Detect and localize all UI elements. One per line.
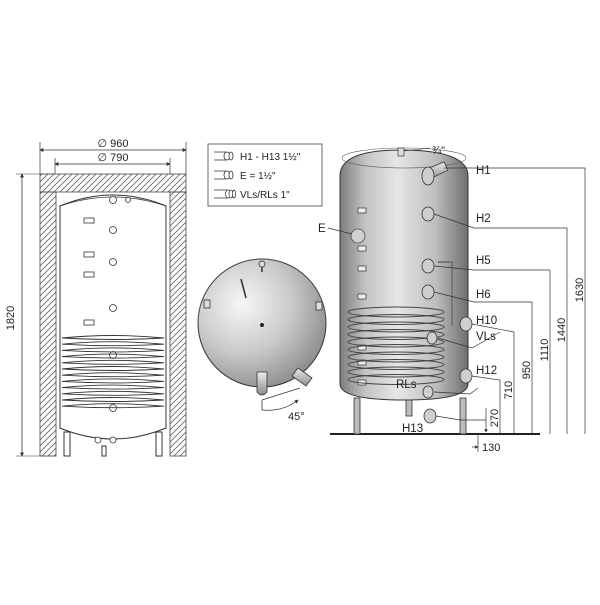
coil-loop — [61, 359, 165, 365]
coil-loop — [61, 372, 165, 378]
coil-loop — [61, 390, 165, 396]
legend-sensor-label: E = 1½" — [240, 171, 276, 182]
label-h13: H13 — [402, 423, 423, 435]
height-h6: 950 — [521, 361, 533, 379]
coil-loop — [61, 397, 165, 402]
port-h2 — [421, 206, 435, 222]
diameter-dimensions: ∅ 960 ∅ 790 — [39, 138, 187, 174]
sensor-e: E — [318, 223, 366, 244]
coil-loop — [347, 306, 445, 318]
coil-loop — [61, 335, 165, 340]
label-h10: H10 — [476, 315, 497, 327]
port-rls — [422, 385, 434, 399]
insulation-jacket — [39, 173, 187, 457]
port-h6 — [421, 284, 435, 300]
label-rls: RLs — [396, 379, 417, 391]
angle-indicator — [261, 387, 301, 411]
leader-lines — [433, 167, 586, 434]
label-vls: VLs — [476, 331, 496, 343]
connection-legend: H1 - H13 1½" E = 1½" VLs/RLs 1" — [207, 143, 323, 207]
bottom-outlet — [256, 367, 313, 396]
sensor-e-label: E — [318, 223, 326, 235]
top-fitting-label: ¾" — [432, 145, 445, 157]
heat-exchanger-coil — [61, 335, 165, 409]
coil-loop — [347, 351, 445, 363]
label-h6: H6 — [476, 289, 491, 301]
side-view: ¾" E — [318, 145, 586, 454]
label-h1: H1 — [476, 165, 491, 177]
legend-coil-label: VLs/RLs 1" — [240, 190, 290, 201]
outer-diameter-label: ∅ 960 — [98, 138, 129, 150]
coil-1-inch-icon — [214, 189, 236, 199]
coil-loop — [61, 341, 165, 347]
height-dimension: 1820 — [5, 173, 55, 457]
floor-offset-label: 130 — [482, 442, 500, 454]
coil-loop — [347, 321, 445, 333]
legend-h-connections-label: H1 - H13 1½" — [240, 152, 301, 163]
height-h5: 1110 — [539, 339, 551, 362]
top-view: 45° — [197, 258, 327, 423]
side-coil — [347, 306, 445, 385]
port-h5 — [421, 258, 435, 274]
height-h13: 270 — [489, 409, 501, 427]
coil-loop — [61, 347, 165, 353]
coil-loop — [347, 359, 445, 370]
label-h2: H2 — [476, 213, 491, 225]
section-view: ∅ 960 ∅ 790 1820 — [5, 138, 187, 457]
port-h13 — [423, 408, 437, 424]
coil-loop — [61, 384, 165, 390]
sensor-sockets — [357, 207, 367, 386]
coil-loop — [61, 353, 165, 359]
height-label: 1820 — [5, 306, 17, 330]
tank-legs — [353, 397, 467, 435]
coil-loop — [347, 336, 445, 348]
label-h12: H12 — [476, 365, 497, 377]
coil-loop — [347, 314, 445, 325]
angle-label: 45° — [288, 411, 305, 423]
port-h10 — [459, 316, 473, 332]
coil-loop — [347, 374, 445, 385]
label-h5: H5 — [476, 255, 491, 267]
height-h2: 1440 — [556, 318, 568, 342]
coil-loop — [347, 329, 445, 340]
coil-loop — [61, 378, 165, 384]
tank-section — [59, 194, 167, 457]
port-vls — [426, 331, 438, 345]
sensor-1-5-inch-icon — [214, 170, 234, 180]
coil-loop — [61, 366, 165, 371]
height-dimensions: 1630 1440 1110 950 710 270 — [484, 278, 586, 433]
top-fitting: ¾" — [397, 145, 445, 157]
coil-loop — [347, 344, 445, 355]
coil-loop — [347, 366, 445, 378]
inner-diameter-label: ∅ 790 — [98, 152, 129, 164]
coil-loop — [61, 403, 165, 409]
height-h10: 710 — [503, 381, 515, 399]
flange-1-5-inch-icon — [214, 151, 234, 161]
port-h12 — [459, 368, 473, 384]
height-h1: 1630 — [574, 278, 586, 302]
floor-offset-dimension: 130 — [472, 434, 500, 454]
